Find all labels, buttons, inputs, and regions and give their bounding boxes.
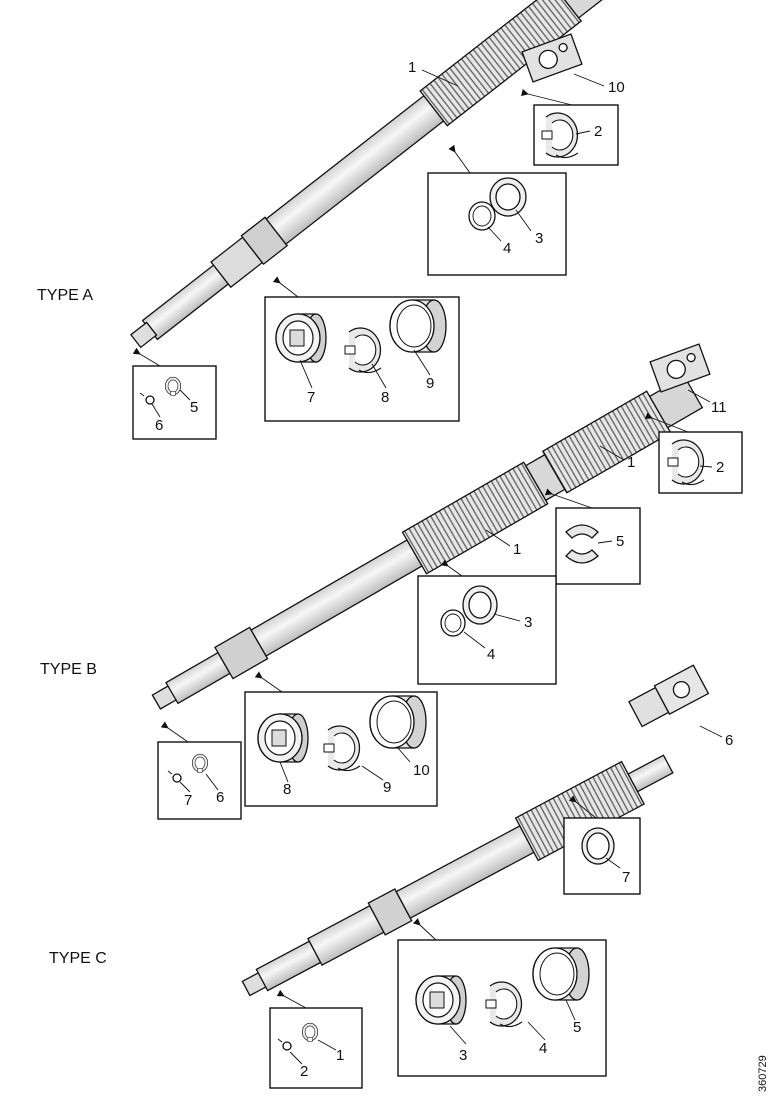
type-c-label: TYPE C (49, 950, 107, 967)
type-a-bushing-7-icon (275, 313, 327, 363)
type-a-callout-2: 2 (594, 123, 602, 140)
type-b-yoke (649, 343, 711, 393)
type-c-callout-7: 7 (622, 869, 630, 886)
type-a-shaft (129, 0, 620, 349)
type-a-ring-4-icon (468, 201, 496, 231)
type-b-callout-5: 5 (616, 533, 624, 550)
type-a-callout-8: 8 (381, 389, 389, 406)
type-a-callout-6: 6 (155, 417, 163, 434)
type-c-callout-5: 5 (573, 1019, 581, 1036)
type-c-ring-7-icon (581, 827, 615, 865)
type-c-shaft (241, 754, 674, 997)
type-b-callout-10: 10 (413, 762, 430, 779)
type-a-callout-4: 4 (503, 240, 511, 257)
type-b-callout-1-lower: 1 (513, 541, 521, 558)
type-a-yoke (521, 33, 583, 83)
type-b-detail-box-5 (555, 507, 641, 585)
type-b-callout-2: 2 (716, 459, 724, 476)
type-a-detail-box-5-6 (132, 365, 217, 440)
type-b-assembly: TYPE B 11 1 2 1 5 3 4 8 9 10 7 6 (40, 343, 743, 820)
type-a-pin-6-icon (139, 392, 155, 405)
type-a-assembly: TYPE A 1 10 2 3 4 7 8 9 5 6 (37, 0, 625, 440)
type-c-pin-2-icon (277, 1038, 292, 1051)
type-b-callout-6: 6 (216, 789, 224, 806)
type-c-bushing-3-icon (415, 975, 467, 1025)
type-b-callout-4: 4 (487, 646, 495, 663)
type-b-callout-9: 9 (383, 779, 391, 796)
type-b-callout-8: 8 (283, 781, 291, 798)
type-a-callout-3: 3 (535, 230, 543, 247)
type-b-callout-1-upper: 1 (627, 454, 635, 471)
reference-number: 360729 (757, 1055, 769, 1092)
type-b-shaft (151, 375, 704, 710)
type-a-callout-7: 7 (307, 389, 315, 406)
type-c-joint (628, 664, 710, 728)
type-b-label: TYPE B (40, 661, 97, 678)
type-c-sleeve-5-icon (532, 947, 590, 1001)
type-c-callout-1: 1 (336, 1047, 344, 1064)
type-a-callout-10: 10 (608, 79, 625, 96)
type-b-sleeve-10-icon (369, 695, 427, 749)
type-c-callout-6: 6 (725, 732, 733, 749)
type-c-assembly: TYPE C 6 7 3 4 5 2 1 (49, 664, 733, 1089)
type-c-callout-3: 3 (459, 1047, 467, 1064)
type-b-detail-box-6-7 (157, 741, 242, 820)
type-c-clip-1-icon (301, 1022, 319, 1042)
type-b-ring-3-icon (462, 585, 498, 625)
type-a-callout-5: 5 (190, 399, 198, 416)
type-a-ring-3-icon (489, 177, 527, 217)
type-b-clip-6-icon (191, 753, 209, 773)
type-a-callout-1: 1 (408, 59, 416, 76)
type-b-callout-11: 11 (711, 399, 727, 416)
type-a-clip-5-icon (164, 376, 182, 396)
type-a-sleeve-9-icon (389, 299, 447, 353)
type-a-callout-9: 9 (426, 375, 434, 392)
type-b-bushing-8-icon (257, 713, 309, 763)
type-c-callout-2: 2 (300, 1063, 308, 1080)
type-c-callout-4: 4 (539, 1040, 547, 1057)
type-a-label: TYPE A (37, 287, 93, 304)
type-b-ring-4-icon (440, 609, 466, 637)
type-b-callout-3: 3 (524, 614, 532, 631)
type-b-pin-7-icon (167, 770, 182, 783)
type-b-callout-7: 7 (184, 792, 192, 809)
type-b-part-5-icon (565, 524, 599, 564)
